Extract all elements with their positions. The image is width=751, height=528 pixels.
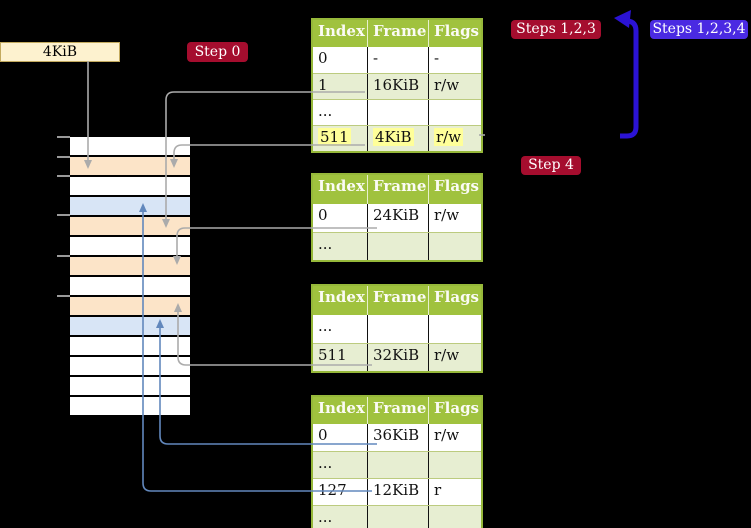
- column-header-index: Index: [318, 22, 365, 40]
- step4-label: Step 4: [521, 156, 581, 175]
- memory-frame-row: [70, 137, 190, 157]
- column-header-flags: Flags: [428, 20, 481, 47]
- memory-frame-row: [70, 237, 190, 257]
- address-tick: [57, 214, 70, 216]
- table-header-row: Index Frame Flags: [313, 175, 481, 204]
- steps1234-label: Steps 1,2,3,4: [650, 20, 748, 39]
- table-row-highlighted: 511 4KiB r/w: [313, 125, 481, 151]
- memory-frame-row: [70, 397, 190, 415]
- table-row: 511 32KiB r/w: [313, 343, 481, 371]
- memory-frame-row: [70, 277, 190, 297]
- page-table-1: Index Frame Flags 0 - - 1 16KiB r/w ... …: [311, 18, 483, 153]
- column-header-index: Index: [318, 177, 365, 195]
- column-header-flags: Flags: [428, 397, 481, 424]
- steps-loop-arrow: [620, 18, 639, 139]
- column-header-frame: Frame: [367, 175, 428, 204]
- table-row: ...: [313, 315, 481, 343]
- page-table-3: Index Frame Flags ... 511 32KiB r/w: [311, 284, 483, 373]
- column-header-frame: Frame: [367, 397, 428, 424]
- table-row: ...: [313, 505, 481, 528]
- highlighted-value: 511: [318, 128, 351, 146]
- memory-frame-row: [70, 177, 190, 197]
- highlighted-value: 4KiB: [373, 128, 414, 146]
- column-header-flags: Flags: [428, 175, 481, 204]
- column-header-index: Index: [318, 399, 365, 417]
- highlighted-value: r/w: [434, 128, 464, 146]
- address-tick: [57, 175, 70, 177]
- frame-size-label: 4KiB: [0, 42, 120, 62]
- steps123-label: Steps 1,2,3: [511, 20, 601, 39]
- table-header-row: Index Frame Flags: [313, 20, 481, 47]
- loop-arrowhead-icon: [614, 10, 631, 28]
- address-tick: [57, 136, 70, 138]
- memory-frame-row: [70, 157, 190, 177]
- column-header-flags: Flags: [428, 286, 481, 315]
- step0-label: Step 0: [187, 42, 248, 62]
- table-row: 127 12KiB r: [313, 478, 481, 505]
- memory-frame-row: [70, 297, 190, 317]
- table-row: 0 36KiB r/w: [313, 424, 481, 451]
- address-tick: [57, 156, 70, 158]
- memory-frame-row: [70, 317, 190, 337]
- table-row: ...: [313, 232, 481, 260]
- address-tick: [57, 255, 70, 257]
- table-header-row: Index Frame Flags: [313, 397, 481, 424]
- table-row: ...: [313, 451, 481, 478]
- page-table-4: Index Frame Flags 0 36KiB r/w ... 127 12…: [311, 395, 483, 528]
- table-row: ...: [313, 99, 481, 125]
- column-header-frame: Frame: [367, 20, 428, 47]
- memory-frame-row: [70, 357, 190, 377]
- physical-memory-column: [70, 137, 190, 415]
- memory-frame-row: [70, 257, 190, 277]
- page-table-2: Index Frame Flags 0 24KiB r/w ...: [311, 173, 483, 262]
- table-row: 1 16KiB r/w: [313, 73, 481, 99]
- table-row: 0 - -: [313, 47, 481, 73]
- table-header-row: Index Frame Flags: [313, 286, 481, 315]
- memory-frame-row: [70, 377, 190, 397]
- column-header-index: Index: [318, 288, 365, 306]
- memory-frame-row: [70, 197, 190, 217]
- column-header-frame: Frame: [367, 286, 428, 315]
- memory-frame-row: [70, 337, 190, 357]
- memory-frame-row: [70, 217, 190, 237]
- table-row: 0 24KiB r/w: [313, 204, 481, 232]
- address-tick: [57, 295, 70, 297]
